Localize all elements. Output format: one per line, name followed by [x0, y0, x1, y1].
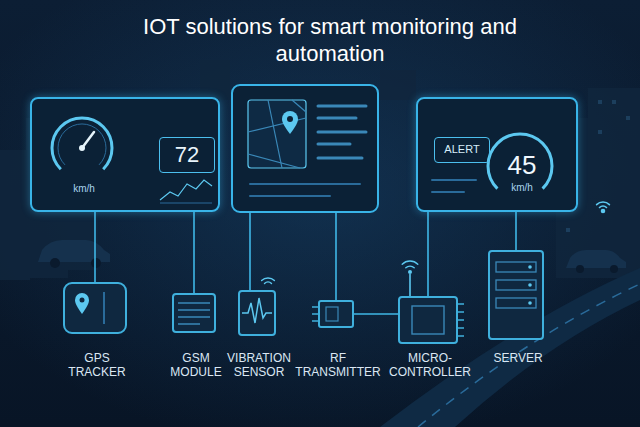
vibration-sensor-icon: VIBRATION SENSOR: [238, 290, 276, 336]
rf-transmitter-body: [318, 300, 354, 328]
device-label: RF TRANSMITTER: [290, 351, 386, 380]
speed-value: 45: [492, 150, 552, 181]
speed-readout-box: 72: [159, 137, 215, 173]
connector-line: [354, 313, 398, 315]
server-body: [488, 250, 544, 340]
map-screen: [232, 85, 378, 212]
device-label: MICRO-CONTROLLER: [385, 351, 475, 380]
unit-label: km/h: [497, 182, 547, 194]
device-label: GSM MODULE: [159, 351, 233, 380]
alert-badge: ALERT: [434, 137, 490, 163]
gps-tracker-body: [63, 282, 127, 334]
device-label: VIBRATION SENSOR: [217, 351, 301, 380]
vibration-sensor-body: [238, 290, 276, 336]
wire: [249, 212, 251, 290]
dashboard-screen: km/h 72: [30, 97, 220, 212]
car: [566, 250, 626, 268]
connector-line: [193, 212, 195, 293]
device-label: SERVER: [483, 351, 553, 365]
mini-chart: [160, 180, 212, 200]
speed-value: 72: [175, 142, 199, 168]
car: [38, 240, 110, 262]
gps-tracker-icon: GPS TRACKER: [63, 282, 127, 334]
connector-line: [94, 212, 96, 282]
alert-screen: 45km/h ALERT: [416, 97, 578, 212]
location-pin: [282, 111, 298, 134]
speed-gauge: [52, 118, 112, 169]
microcontroller-icon: MICRO-CONTROLLER: [398, 296, 458, 344]
unit-label: km/h: [59, 183, 109, 195]
wifi-symbol: [597, 202, 610, 213]
gsm-module-body: [172, 293, 216, 333]
server-icon: SERVER: [488, 250, 544, 340]
wire: [335, 212, 337, 300]
diagram-title: IOT solutions for smart monitoring and a…: [130, 13, 530, 67]
connector-line: [515, 212, 517, 250]
speed-gauge: [488, 134, 552, 189]
gsm-module-icon: GSM MODULE: [172, 293, 216, 333]
map: [248, 100, 306, 168]
alert-text: ALERT: [444, 143, 479, 156]
connector-line: [427, 212, 429, 296]
microcontroller-body: [398, 296, 458, 344]
rf-transmitter-icon: RF TRANSMITTER: [318, 300, 354, 328]
city-skyline: [0, 60, 640, 280]
device-label: GPS TRACKER: [57, 351, 137, 380]
